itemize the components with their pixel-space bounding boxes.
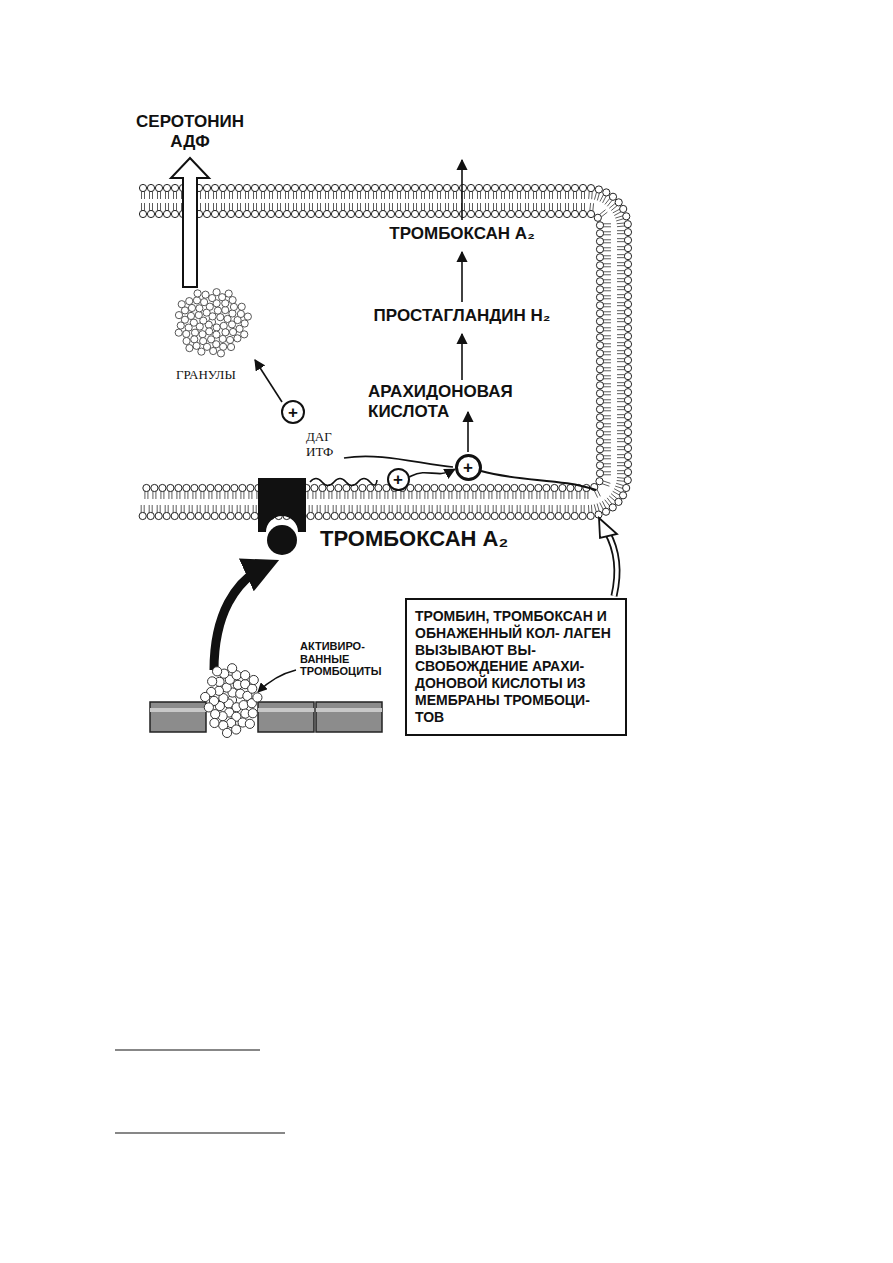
metabolite-label: АРАХИДОНОВАЯ КИСЛОТА bbox=[368, 382, 540, 421]
callout-box: ТРОМБИН, ТРОМБОКСАН И ОБНАЖЕННЫЙ КОЛ- ЛА… bbox=[405, 598, 627, 736]
granules-label: ГРАНУЛЫ bbox=[176, 368, 236, 383]
pathway-arrow bbox=[461, 252, 463, 302]
callout-arrow bbox=[599, 518, 617, 596]
receptor bbox=[258, 478, 306, 532]
node-text: + bbox=[288, 404, 298, 421]
messenger-label: ДАГ ИТФ bbox=[306, 430, 346, 460]
activated-platelets bbox=[201, 664, 262, 738]
underline bbox=[115, 1132, 285, 1133]
agonist-label: ТРОМБОКСАН А₂ bbox=[320, 526, 508, 551]
metabolite-label: ПРОСТАГЛАНДИН Н₂ bbox=[374, 306, 551, 326]
pathway-arrow bbox=[467, 412, 469, 452]
plus-circle: + bbox=[387, 468, 410, 491]
release-arrow bbox=[171, 158, 209, 287]
thromboxane-ball bbox=[267, 525, 297, 555]
pathway-arrow bbox=[255, 360, 282, 402]
node-text: + bbox=[393, 471, 403, 488]
big-arrow bbox=[214, 566, 266, 670]
pathway-arrow bbox=[461, 334, 463, 380]
signal-wave bbox=[310, 479, 377, 486]
underline bbox=[115, 1049, 260, 1050]
phospholipase-line bbox=[481, 471, 596, 490]
node-text: + bbox=[463, 459, 473, 476]
signal-connector bbox=[409, 469, 454, 477]
granules bbox=[175, 289, 251, 357]
platelets-label: АКТИВИРО- ВАННЫЕ ТРОМБОЦИТЫ bbox=[300, 640, 386, 678]
output-arrow bbox=[461, 160, 463, 220]
leader-arrow bbox=[258, 670, 296, 692]
plus-circle: + bbox=[455, 454, 482, 481]
membrane-bilayer bbox=[139, 184, 632, 519]
signal-line bbox=[344, 456, 453, 467]
metabolite-label: ТРОМБОКСАН А₂ bbox=[389, 224, 534, 244]
mediator-label: СЕРОТОНИН АДФ bbox=[126, 112, 254, 151]
vessel-wall bbox=[150, 702, 382, 732]
node-text: ТРОМБИН, ТРОМБОКСАН И ОБНАЖЕННЫЙ КОЛ- ЛА… bbox=[415, 608, 617, 726]
plus-circle: + bbox=[281, 400, 305, 424]
